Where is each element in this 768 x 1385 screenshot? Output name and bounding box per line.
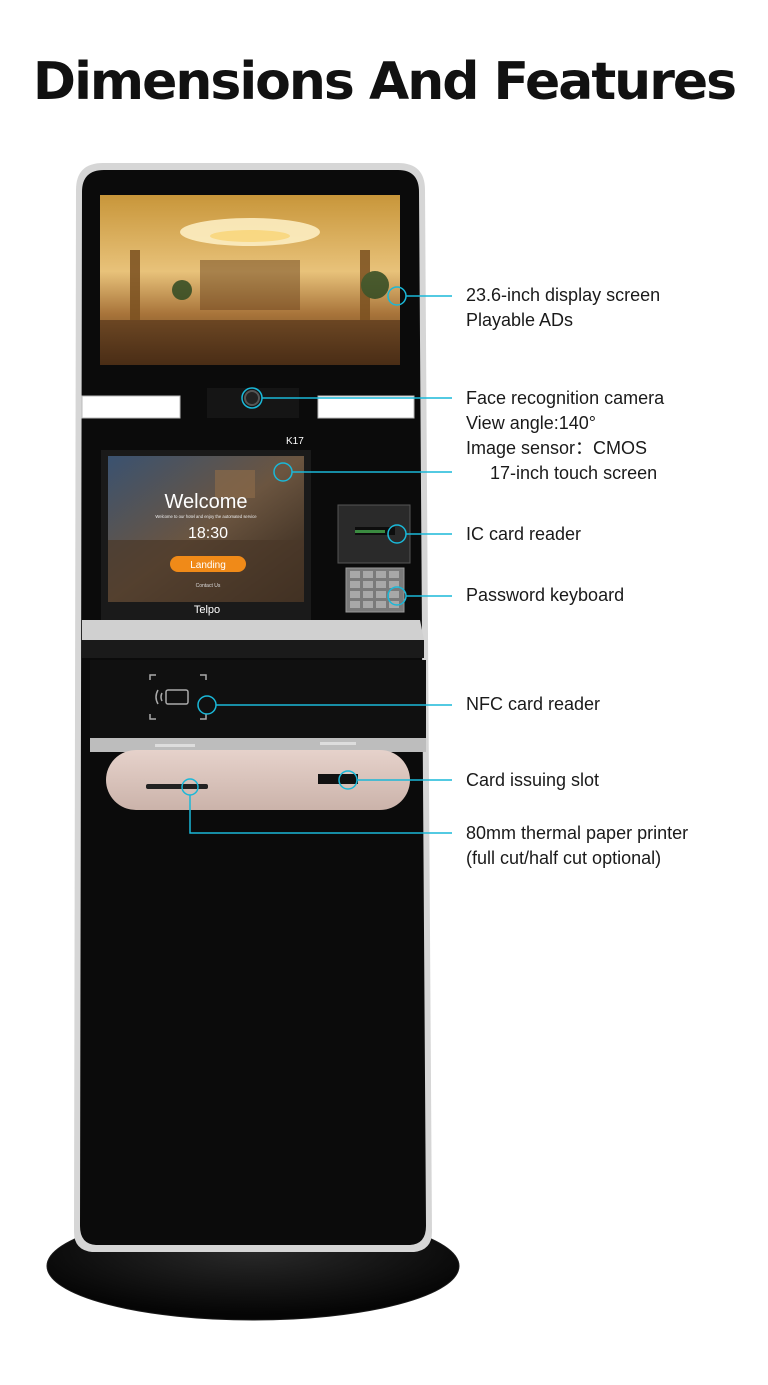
model-tag: K17 — [286, 436, 304, 447]
feature-line: IC card reader — [466, 524, 582, 544]
time-display: 18:30 — [188, 525, 228, 542]
left-light-bar — [81, 395, 181, 419]
feature-line: 17-inch touch screen — [490, 463, 658, 483]
landing-button-label: Landing — [190, 560, 226, 571]
ad-display-scene — [100, 218, 400, 365]
feature-line: 23.6-inch display screen — [466, 285, 661, 305]
feature-line: Card issuing slot — [466, 770, 600, 790]
brand-logo: Telpo — [194, 604, 220, 616]
feature-nfc-reader: NFC card reader — [466, 692, 600, 717]
feature-line: Image sensor：CMOS — [466, 438, 648, 458]
feature-line: View angle:140° — [466, 413, 596, 433]
landing-button[interactable] — [170, 556, 246, 572]
feature-line: NFC card reader — [466, 694, 601, 714]
callout-lines — [181, 286, 452, 834]
nfc-panel — [90, 660, 426, 738]
printer-plate — [106, 750, 410, 810]
feature-password-keyboard: Password keyboard — [466, 583, 624, 608]
feature-line: 80mm thermal paper printer — [466, 823, 689, 843]
camera-lens-icon — [244, 390, 260, 406]
right-light-bar — [317, 395, 415, 419]
feature-ad-display: 23.6-inch display screen Playable ADs — [466, 283, 660, 333]
contact-link: Contact Us — [196, 583, 221, 589]
page-title: Dimensions And Features — [32, 52, 737, 112]
feature-thermal-printer: 80mm thermal paper printer (full cut/hal… — [466, 821, 688, 871]
feature-line: Password keyboard — [466, 585, 625, 605]
feature-card-issuing-slot: Card issuing slot — [466, 768, 599, 793]
feature-line: (full cut/half cut optional) — [466, 848, 662, 868]
feature-face-camera: Face recognition camera View angle:140° … — [466, 386, 664, 486]
welcome-text: Welcome — [165, 491, 248, 513]
feature-line: Face recognition camera — [466, 388, 665, 408]
kiosk-ledge — [82, 620, 424, 640]
printer-slot — [146, 784, 208, 789]
nfc-icon — [149, 674, 207, 720]
feature-ic-card-reader: IC card reader — [466, 522, 581, 547]
welcome-subtitle: Welcome to our hotel and enjoy the autom… — [155, 514, 257, 519]
feature-line: Playable ADs — [466, 310, 574, 330]
card-issuing-slot — [318, 774, 358, 784]
